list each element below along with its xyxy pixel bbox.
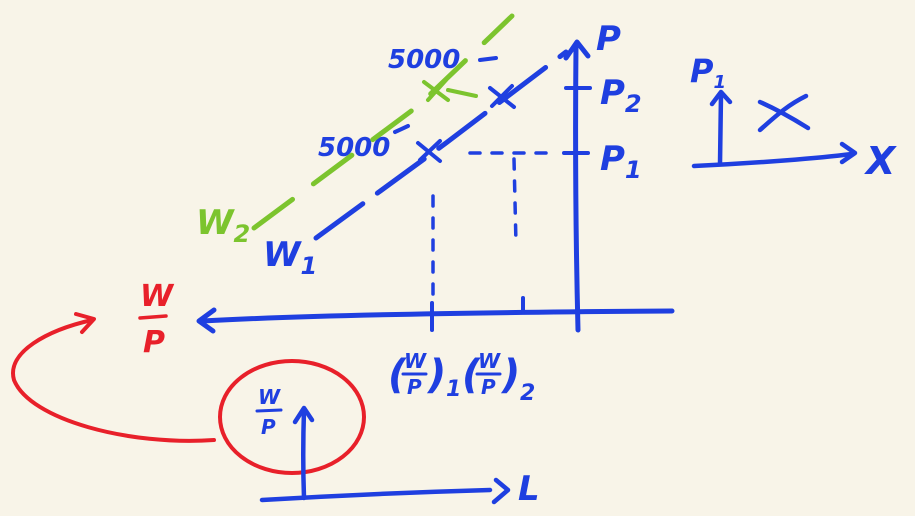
level-low-dash (393, 124, 410, 134)
curve-w1-label: W1 (263, 235, 317, 280)
svg-text:2: 2 (520, 381, 535, 406)
point-marker-low (416, 139, 442, 163)
svg-text:P: P (407, 375, 422, 399)
inset-vertical-arrowhead (709, 89, 733, 107)
svg-text:1: 1 (446, 377, 461, 402)
labor-vertical-axis (301, 407, 307, 501)
level-high-dash (478, 56, 498, 62)
inset-price-output-graph: P1 X (690, 52, 897, 183)
svg-text:(: ( (462, 352, 481, 398)
svg-text:P: P (143, 325, 165, 360)
curve-w2-marker (422, 78, 478, 102)
svg-text:W: W (140, 279, 175, 314)
svg-text:): ) (500, 352, 520, 398)
labor-horizontal-arrowhead (491, 477, 511, 505)
svg-text:P: P (481, 375, 496, 399)
inset-price-axis-label: P1 (690, 52, 726, 93)
svg-text:(: ( (388, 352, 407, 398)
guide-vertical-2 (512, 157, 518, 246)
inset-graph-mark (757, 93, 811, 133)
level-high-label: 5000 (388, 45, 460, 75)
wage-axis-line (199, 308, 675, 324)
inset-vertical-axis (717, 91, 724, 167)
price-high-label: P2 (600, 73, 642, 118)
curve-w2: W2 5000 (196, 13, 515, 248)
point-marker-high (488, 84, 516, 109)
real-wage-1-label: ( W P ) 1 (388, 349, 461, 402)
labor-vertical-arrowhead (292, 405, 315, 425)
svg-text:): ) (426, 352, 446, 398)
red-highlight-circle (218, 359, 366, 475)
svg-text:W: W (258, 385, 281, 409)
red-link-arrow (11, 318, 216, 443)
price-low-label: P1 (600, 139, 642, 184)
inset-horizontal-arrowhead (839, 141, 858, 165)
svg-text:W: W (478, 349, 501, 373)
inset-output-axis-label: X (864, 139, 897, 183)
price-axis-label: P (596, 19, 621, 59)
real-wage-2-label: ( W P ) 2 (462, 349, 535, 406)
curve-w1-line (313, 49, 569, 241)
labor-horizontal-axis (259, 487, 493, 503)
labor-market-axes: W P L (255, 385, 540, 509)
price-axis-line (573, 42, 581, 333)
wage-axis-arrowhead (196, 307, 217, 334)
red-link-arrowhead (74, 312, 96, 334)
svg-text:W: W (404, 349, 427, 373)
wage-axis-red-label: W P (138, 279, 175, 360)
inset-horizontal-axis (691, 151, 855, 169)
price-axis-arrowhead (563, 39, 591, 61)
labor-axis-label: L (518, 469, 540, 509)
curve-w2-label: W2 (196, 203, 250, 248)
main-diagram: P P2 P1 5000 W1 ( (196, 19, 675, 406)
svg-text:P: P (261, 415, 276, 439)
